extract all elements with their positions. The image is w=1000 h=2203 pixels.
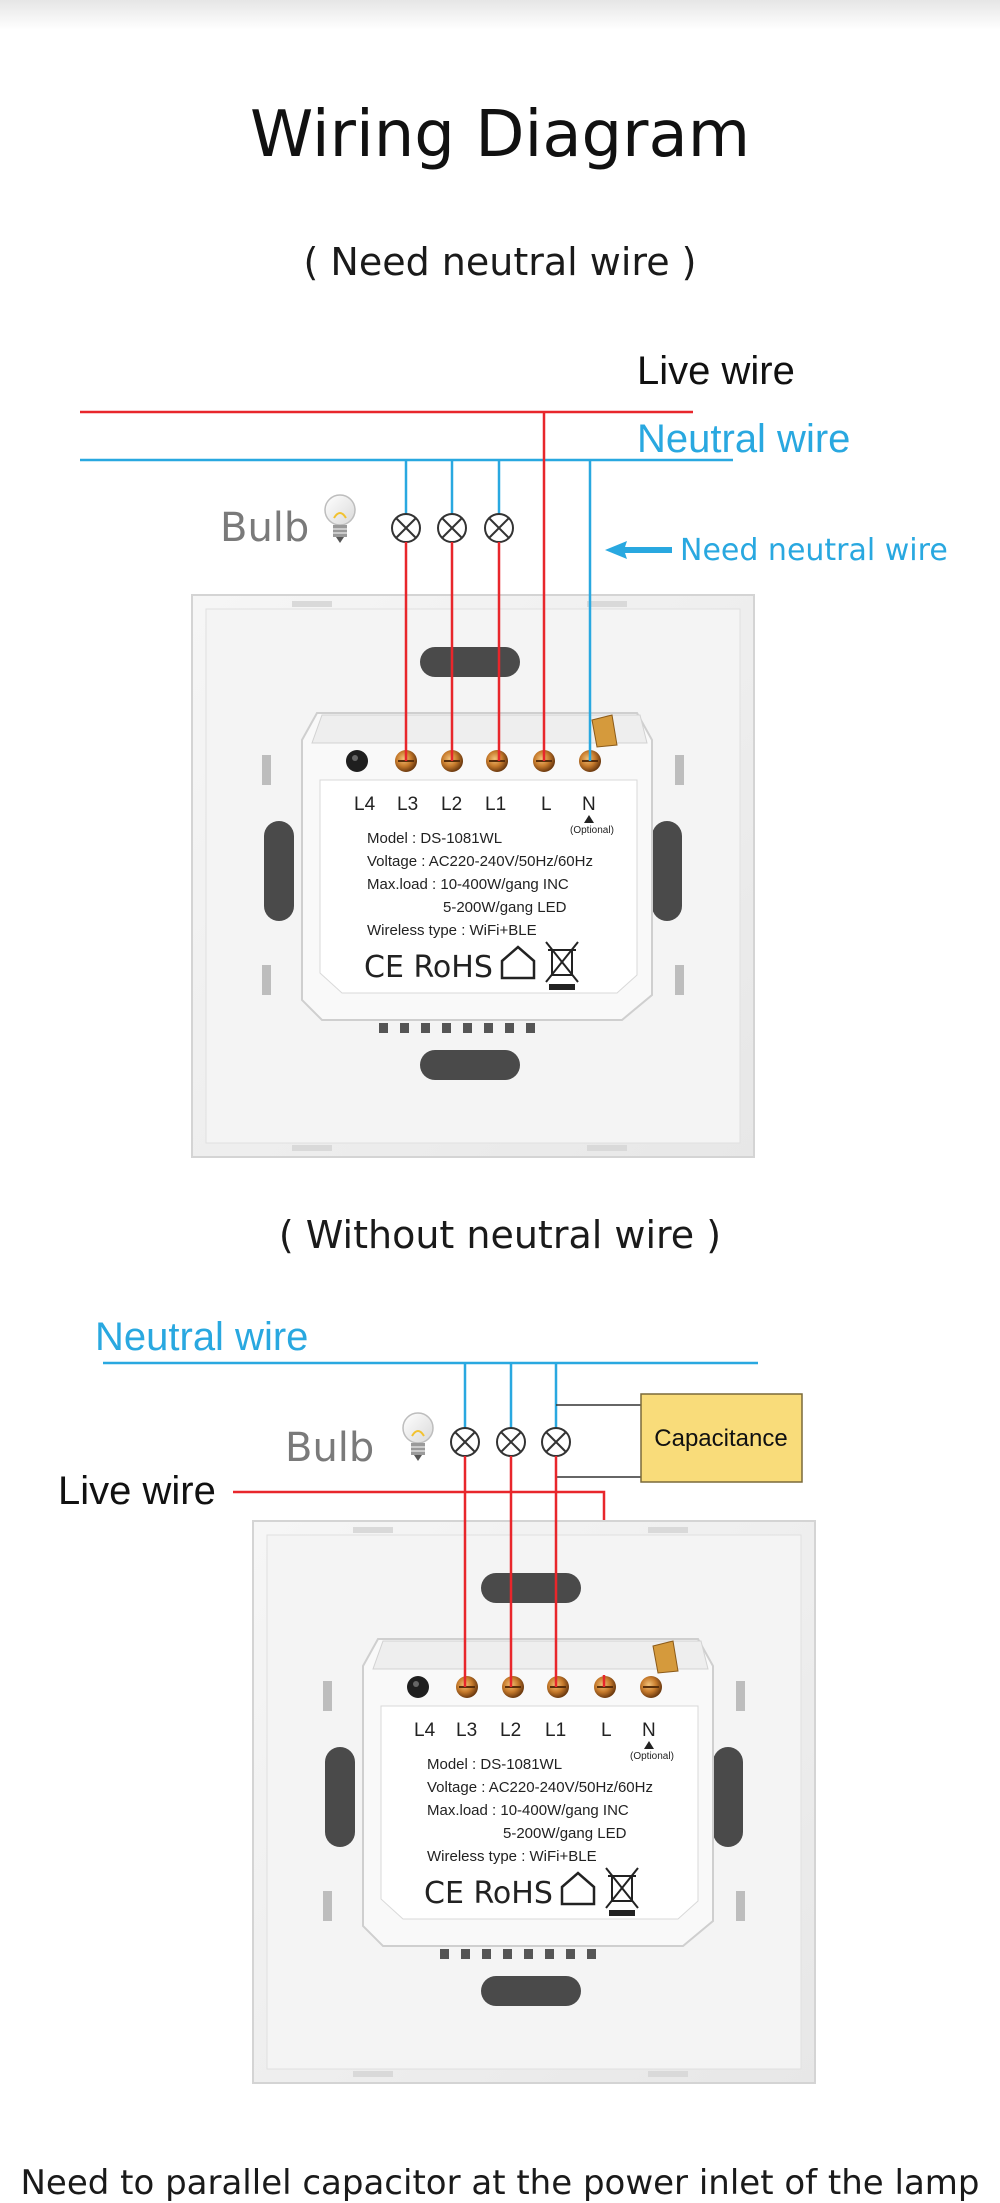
optional-arrow [644,1741,654,1749]
capacitor-box [640,1393,803,1483]
terminal-label-n: N [642,1720,656,1741]
lamp-symbol-icon [450,1427,480,1457]
section-heading-without-neutral: ( Without neutral wire ) [278,1213,722,1257]
weee-bin-icon [605,1867,639,1916]
spec-wireless: Wireless type : WiFi+BLE [427,1848,597,1865]
spec-max-load-led: 5-200W/gang LED [503,1825,627,1842]
terminal-label-l4: L4 [414,1720,436,1741]
bulb-icon [402,1412,434,1462]
spec-model: Model : DS-1081WL [367,830,502,847]
need-neutral-note: Need neutral wire [680,533,948,568]
weee-bin-icon [545,941,579,990]
optional-note: (Optional) [630,1751,674,1762]
spec-wireless: Wireless type : WiFi+BLE [367,922,537,939]
capacitor-label: Capacitance [654,1425,787,1452]
lamp-symbol-icon [437,513,467,543]
live-wire-label-2: Live wire [58,1469,216,1513]
terminal-label-l2: L2 [441,794,462,815]
lamp-symbol-icon [391,513,421,543]
lamp-symbol-icon [541,1427,571,1457]
terminal-label-l: L [601,1720,612,1741]
spec-max-load-led: 5-200W/gang LED [443,899,567,916]
spec-max-load: Max.load : 10-400W/gang INC [367,876,569,893]
neutral-wire-label-2: Neutral wire [95,1315,308,1359]
terminal-label-l1: L1 [485,794,506,815]
footer-note: Need to parallel capacitor at the power … [20,2163,980,2203]
spec-model: Model : DS-1081WL [427,1756,562,1773]
spec-max-load: Max.load : 10-400W/gang INC [427,1802,629,1819]
spec-voltage: Voltage : AC220-240V/50Hz/60Hz [367,853,593,870]
certification-marks: CE RoHS [364,950,493,985]
lamp-symbol-icon [496,1427,526,1457]
bulb-icon [324,494,356,544]
top-fade [0,0,1000,30]
bulb-label: Bulb [220,505,309,551]
terminal-label-l3: L3 [397,794,418,815]
terminal-label-l3: L3 [456,1720,477,1741]
live-wire-label: Live wire [637,349,795,393]
house-icon [560,1871,596,1906]
section-heading-with-neutral: ( Need neutral wire ) [303,240,697,284]
terminal-label-l4: L4 [354,794,376,815]
terminal-label-l2: L2 [500,1720,521,1741]
neutral-wire-label: Neutral wire [637,417,850,461]
arrow-left-icon [605,541,672,559]
terminal-label-l: L [541,794,552,815]
certification-marks: CE RoHS [424,1876,553,1911]
optional-arrow [584,815,594,823]
bulb-label-2: Bulb [285,1425,374,1471]
terminal-label-l1: L1 [545,1720,566,1741]
optional-note: (Optional) [570,825,614,836]
spec-voltage: Voltage : AC220-240V/50Hz/60Hz [427,1779,653,1796]
page-title: Wiring Diagram [249,98,751,172]
lamp-symbol-icon [484,513,514,543]
terminal-label-n: N [582,794,596,815]
house-icon [500,945,536,980]
